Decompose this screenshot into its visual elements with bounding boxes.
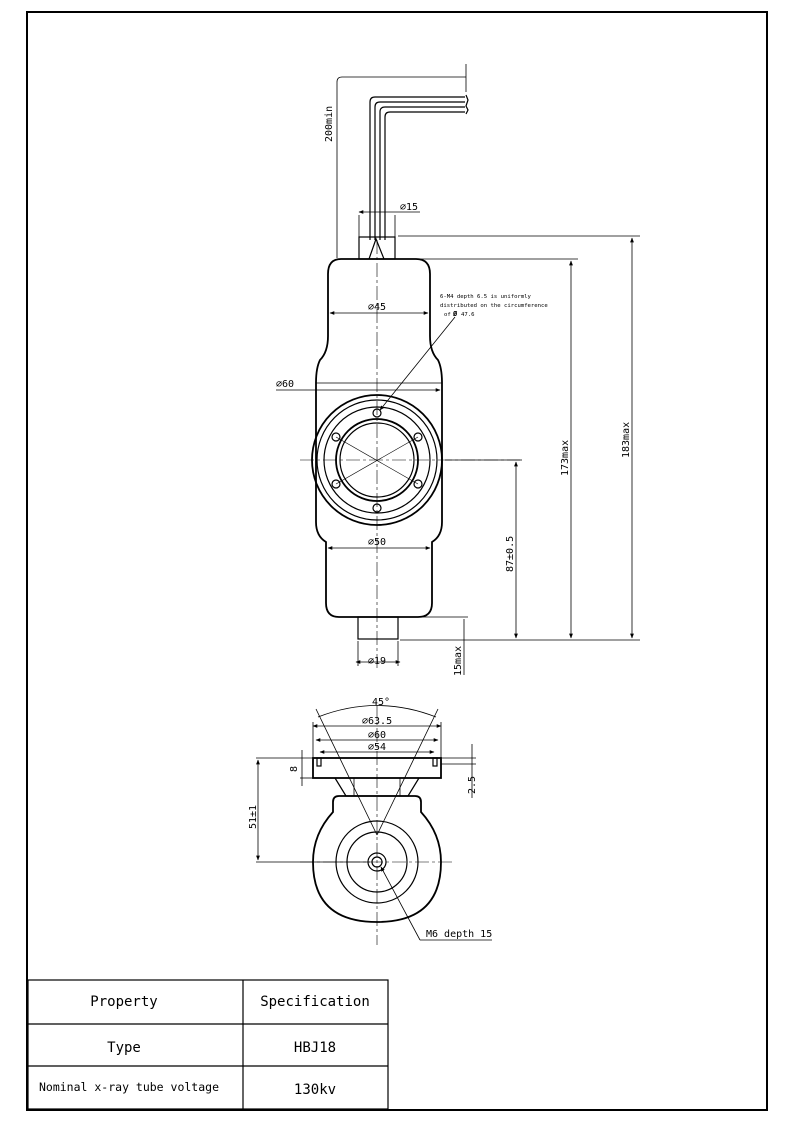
dim-183max: 183max — [621, 422, 632, 458]
front-view — [276, 64, 640, 675]
cable-bundle — [336, 64, 469, 258]
dim-dia-54: ⌀54 — [368, 742, 386, 753]
bottom-stub — [357, 616, 399, 640]
dim-15max: 15max — [453, 646, 464, 676]
dim-8: 8 — [289, 766, 300, 772]
note-line-3-value: 47.6 — [461, 312, 474, 318]
table-row-type-value: HBJ18 — [294, 1040, 336, 1056]
dim-dia-63-5: ⌀63.5 — [362, 716, 392, 727]
dim-dia-45: ⌀45 — [368, 302, 386, 313]
dim-173max: 173max — [560, 440, 571, 476]
note-line-1: 6-M4 depth 6.5 is uniformly — [440, 294, 532, 300]
dim-dia-15: ⌀15 — [400, 202, 418, 213]
drawing-frame — [26, 11, 768, 1111]
bottom-view — [256, 705, 492, 945]
dim-dia-60-b: ⌀60 — [368, 730, 386, 741]
m6-label: M6 depth 15 — [426, 929, 492, 940]
dim-51: 51±1 — [248, 805, 259, 829]
dim-dia-60: ⌀60 — [276, 379, 294, 390]
table-header-property: Property — [90, 994, 157, 1010]
diameter-symbol: Ø — [452, 310, 458, 318]
dim-angle-45: 45° — [372, 697, 390, 708]
dim-200min: 200min — [324, 106, 335, 142]
table-row-type-label: Type — [107, 1040, 141, 1056]
dim-87: 87±0.5 — [505, 536, 516, 572]
spec-table — [27, 979, 389, 1110]
dim-dia-19: ⌀19 — [368, 656, 386, 667]
table-header-specification: Specification — [260, 994, 370, 1010]
table-row-voltage-value: 130kv — [294, 1082, 336, 1098]
table-row-voltage-label: Nominal x-ray tube voltage — [39, 1080, 219, 1094]
note-line-2: distributed on the circumference — [440, 303, 548, 309]
note-line-3: of — [444, 312, 451, 318]
dim-dia-50: ⌀50 — [368, 537, 386, 548]
dim-2-5: 2.5 — [467, 776, 478, 794]
